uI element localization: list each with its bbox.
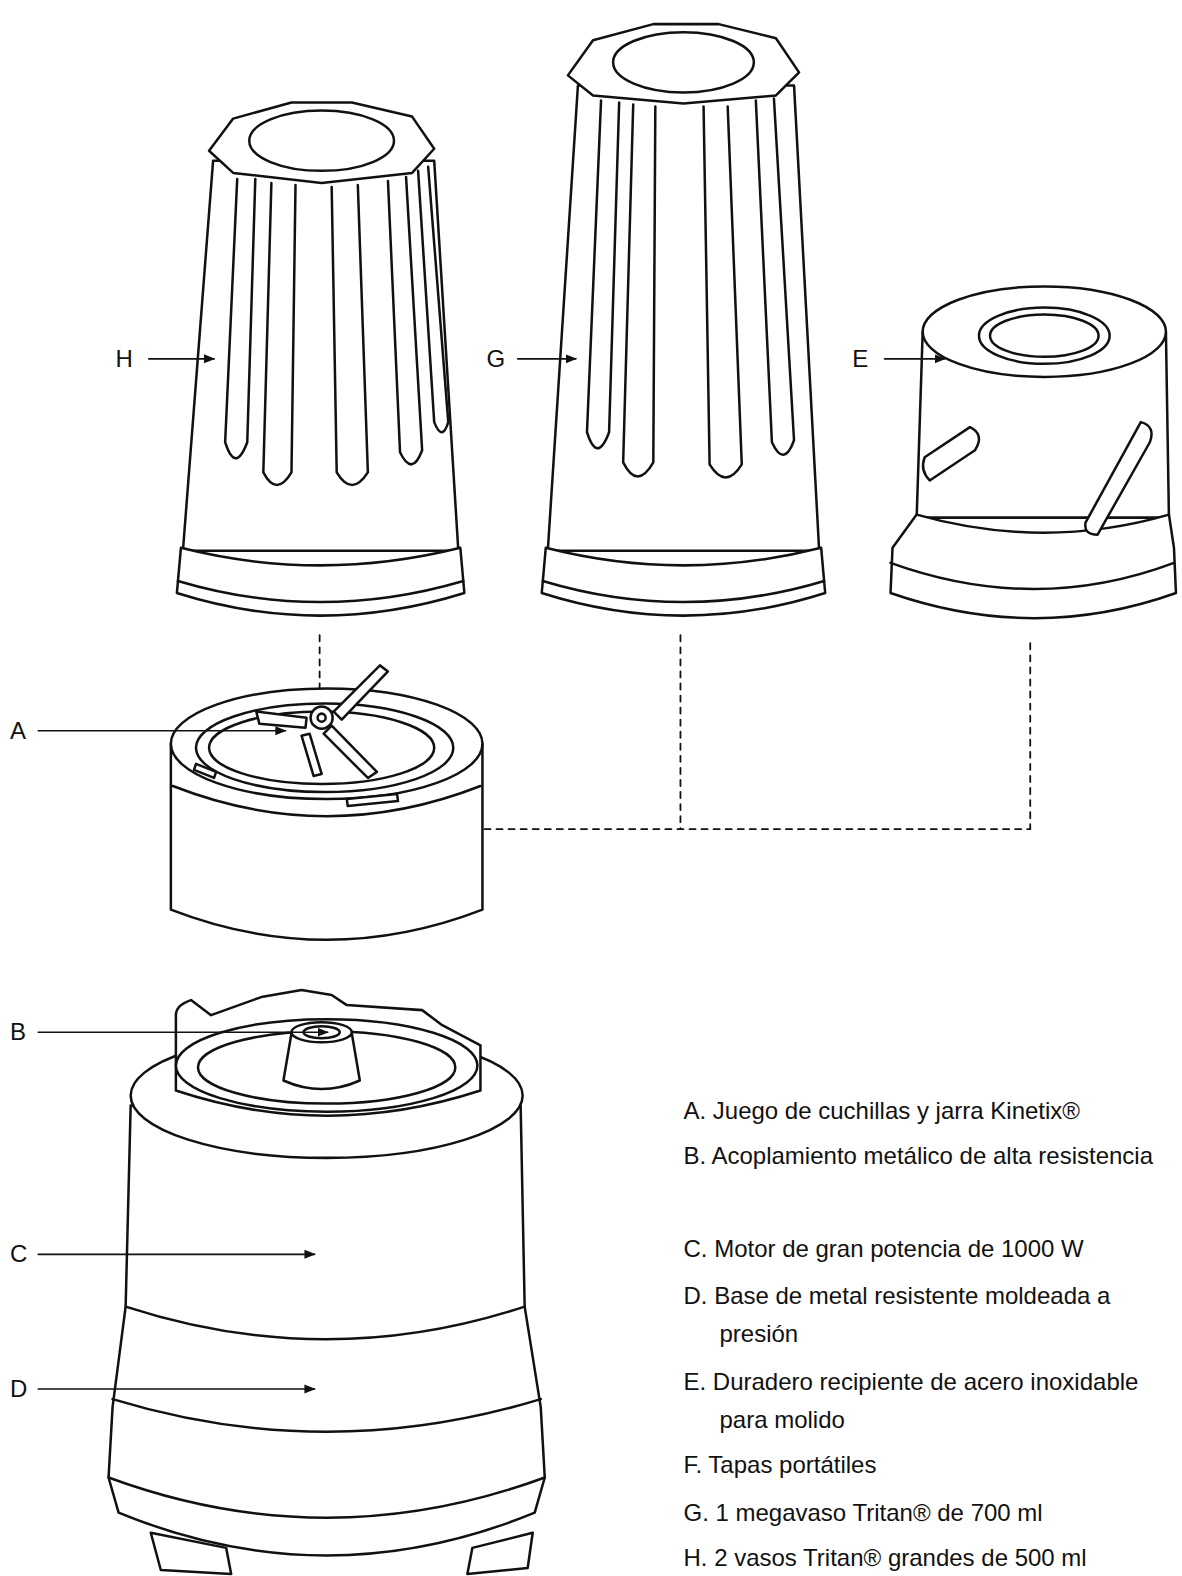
cup-500ml [177,103,464,616]
grinding-cup [891,286,1176,618]
legend-item: B. Acoplamiento metálico de alta resiste… [683,1137,1175,1175]
callout-letter: G [486,344,505,374]
legend-item: A. Juego de cuchillas y jarra Kinetix® [683,1092,1175,1130]
callout-letter: E [852,344,868,374]
callout-letter: C [10,1239,27,1269]
legend-item: G. 1 megavaso Tritan® de 700 ml [683,1494,1175,1532]
callout-letter: H [116,344,133,374]
callout-letter: D [10,1374,27,1404]
callout-letter: A [10,716,26,746]
legend-item: H. 2 vasos Tritan® grandes de 500 ml [683,1539,1175,1576]
legend-item: D. Base de metal resistente moldeada a p… [683,1277,1175,1353]
cup-700ml [542,24,825,616]
motor-base [109,990,545,1574]
legend-item: C. Motor de gran potencia de 1000 W [683,1230,1175,1268]
leader-line [38,359,945,1389]
callout-letter: B [10,1017,26,1047]
legend-item: F. Tapas portátiles [683,1446,1175,1484]
blade-assembly [171,665,483,939]
legend-item: E. Duradero recipiente de acero inoxidab… [683,1363,1175,1439]
